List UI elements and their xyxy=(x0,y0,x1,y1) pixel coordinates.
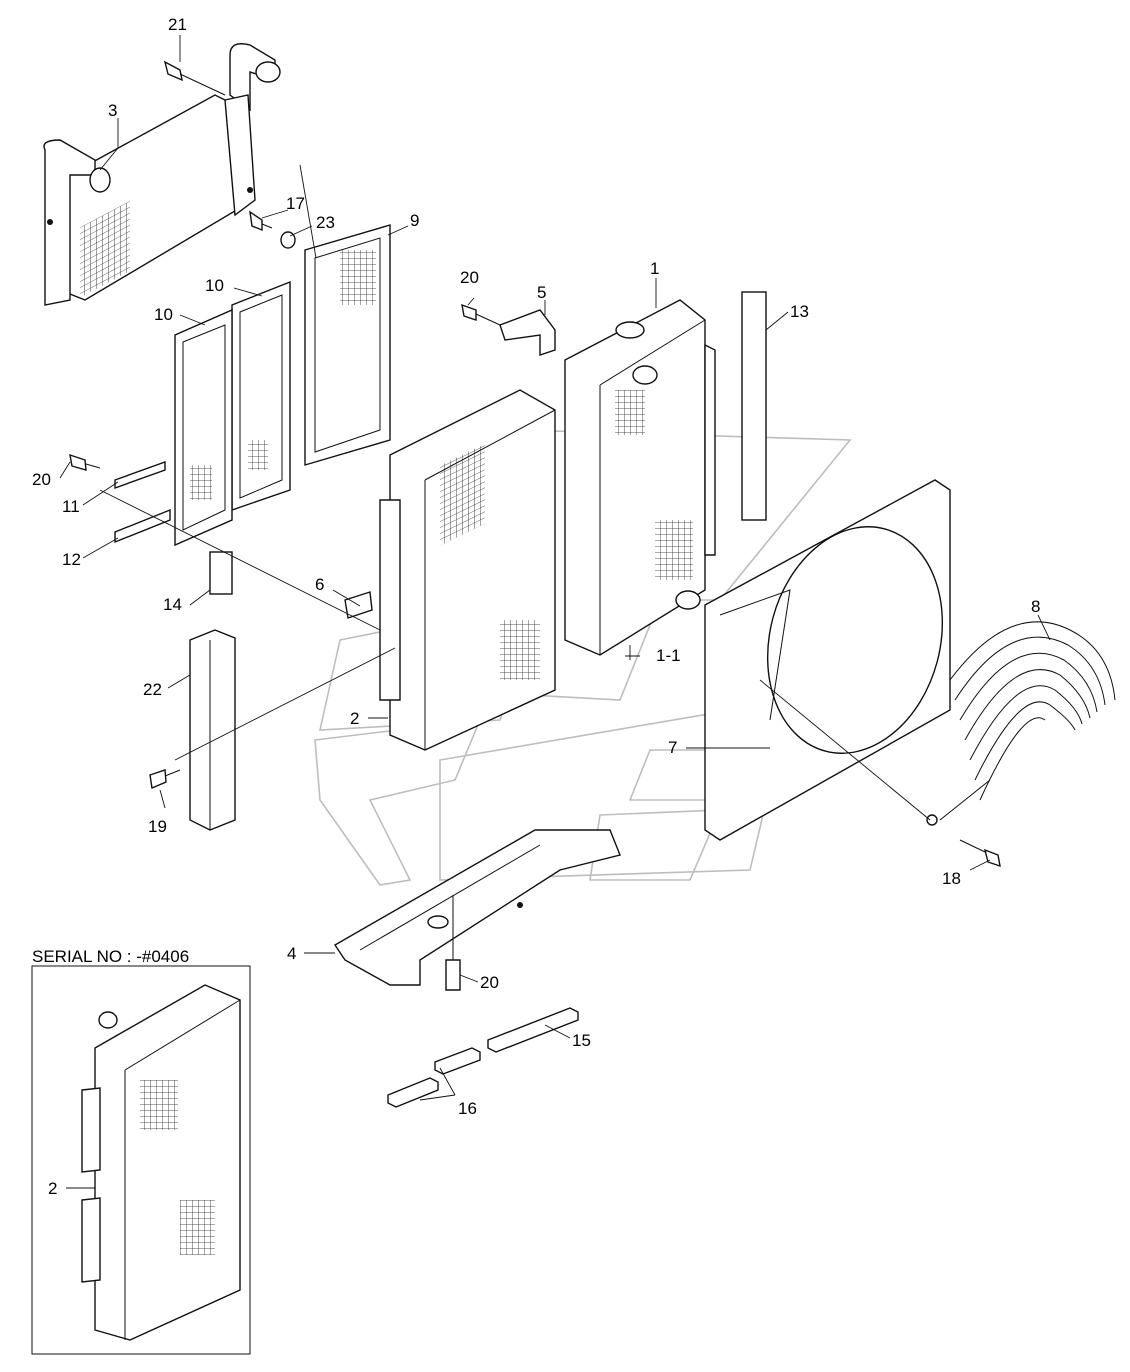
callout-22: 22 xyxy=(143,680,162,699)
callout-1: 1 xyxy=(650,259,659,278)
part-20-bolt-top xyxy=(461,303,501,326)
callout-3: 3 xyxy=(108,101,117,120)
part-16-pad-a xyxy=(434,1047,481,1075)
part-16-pad-b xyxy=(387,1077,439,1108)
leader-lines xyxy=(59,35,1051,1189)
callout-6: 6 xyxy=(315,575,324,594)
callout-labels: 21 3 17 23 9 10 10 20 5 1 13 20 11 12 6 … xyxy=(32,15,1040,1198)
part-7-shroud xyxy=(704,479,951,841)
callout-1-1: 1-1 xyxy=(656,646,681,665)
callout-7: 7 xyxy=(668,738,677,757)
callout-20-top: 20 xyxy=(460,268,479,287)
part-13-strip xyxy=(741,291,767,521)
part-20-bolt-bottom xyxy=(445,895,461,991)
inset-serial-variant xyxy=(31,965,251,1355)
callout-8: 8 xyxy=(1031,597,1040,616)
callout-14: 14 xyxy=(163,595,182,614)
callout-11: 11 xyxy=(62,497,80,516)
part-12-bar xyxy=(114,508,171,544)
callout-2: 2 xyxy=(350,709,359,728)
callout-5: 5 xyxy=(537,283,546,302)
callout-20-bottom: 20 xyxy=(480,973,499,992)
callout-9: 9 xyxy=(410,211,419,230)
part-3-intercooler xyxy=(43,43,281,306)
part-10-screen-a xyxy=(231,280,291,511)
part-22-seal xyxy=(189,629,236,831)
callout-23: 23 xyxy=(316,213,335,232)
part-19-bolt xyxy=(149,769,181,789)
part-9-screen xyxy=(304,224,391,466)
callout-18: 18 xyxy=(942,869,961,888)
part-15-pad xyxy=(487,1007,579,1053)
callout-19: 19 xyxy=(148,817,167,836)
part-10-screen-b xyxy=(174,308,233,547)
callout-4: 4 xyxy=(287,944,296,963)
callout-2-inset: 2 xyxy=(48,1179,57,1198)
callout-15: 15 xyxy=(572,1031,591,1050)
callout-16: 16 xyxy=(458,1099,477,1118)
part-18-bolt xyxy=(959,839,1001,868)
part-23-washer xyxy=(280,231,296,249)
callout-12: 12 xyxy=(62,550,81,569)
part-20-bolt-left xyxy=(69,453,101,471)
part-4-base-plate xyxy=(334,829,621,986)
part-8-fan-guard xyxy=(926,621,1116,826)
callout-21: 21 xyxy=(168,15,187,34)
part-5-bracket xyxy=(499,309,556,356)
part-2-oil-cooler xyxy=(344,389,556,751)
callout-17: 17 xyxy=(286,194,305,213)
callout-10-a: 10 xyxy=(205,276,224,295)
callout-13: 13 xyxy=(790,302,809,321)
part-21-bolt xyxy=(163,60,226,96)
part-11-bar xyxy=(114,461,166,489)
part-14-block xyxy=(209,551,233,595)
callout-10-b: 10 xyxy=(154,305,173,324)
part-17-wing-bolt xyxy=(249,210,273,232)
part-1-radiator xyxy=(564,299,716,656)
callout-20-left: 20 xyxy=(32,470,51,489)
serial-number-note: SERIAL NO : -#0406 xyxy=(32,947,189,966)
